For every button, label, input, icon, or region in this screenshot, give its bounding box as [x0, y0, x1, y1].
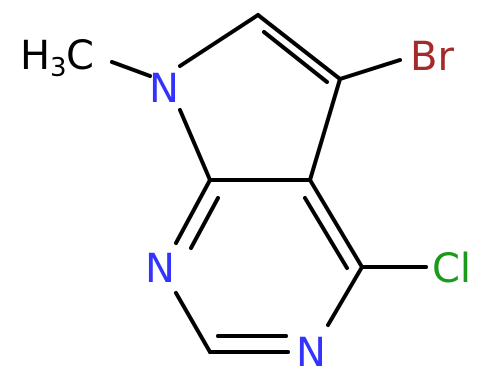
bond-c4-n3: [326, 265, 364, 327]
bond-c2-n1: [174, 291, 212, 354]
bond-c5-c4a: [308, 77, 342, 182]
bond-c6-c5: [256, 13, 342, 81]
bond-c5-br: [338, 58, 402, 81]
atom-n1: N: [145, 246, 175, 292]
atom-labels: N N N Br Cl H 3 C: [20, 33, 471, 376]
atom-cl: Cl: [432, 246, 471, 292]
atom-br: Br: [410, 34, 454, 80]
atom-methyl-c: C: [66, 33, 94, 79]
bond-c6-c5-inner: [262, 30, 329, 84]
bond-n7-c6: [178, 13, 260, 68]
bond-methyl-n7: [110, 60, 152, 78]
bond-c4a-c4-inner: [303, 196, 349, 270]
bond-n1-c7a-inner: [189, 196, 220, 250]
atom-methyl-subscript: 3: [50, 53, 67, 83]
atom-n3: N: [296, 330, 326, 376]
atom-n7: N: [149, 66, 179, 112]
bond-c4a-c4: [308, 178, 364, 269]
bond-n7-c7a: [178, 108, 212, 182]
bonds: [110, 13, 428, 354]
bond-n1-c7a: [174, 178, 212, 245]
atom-methyl-h: H: [20, 33, 50, 79]
